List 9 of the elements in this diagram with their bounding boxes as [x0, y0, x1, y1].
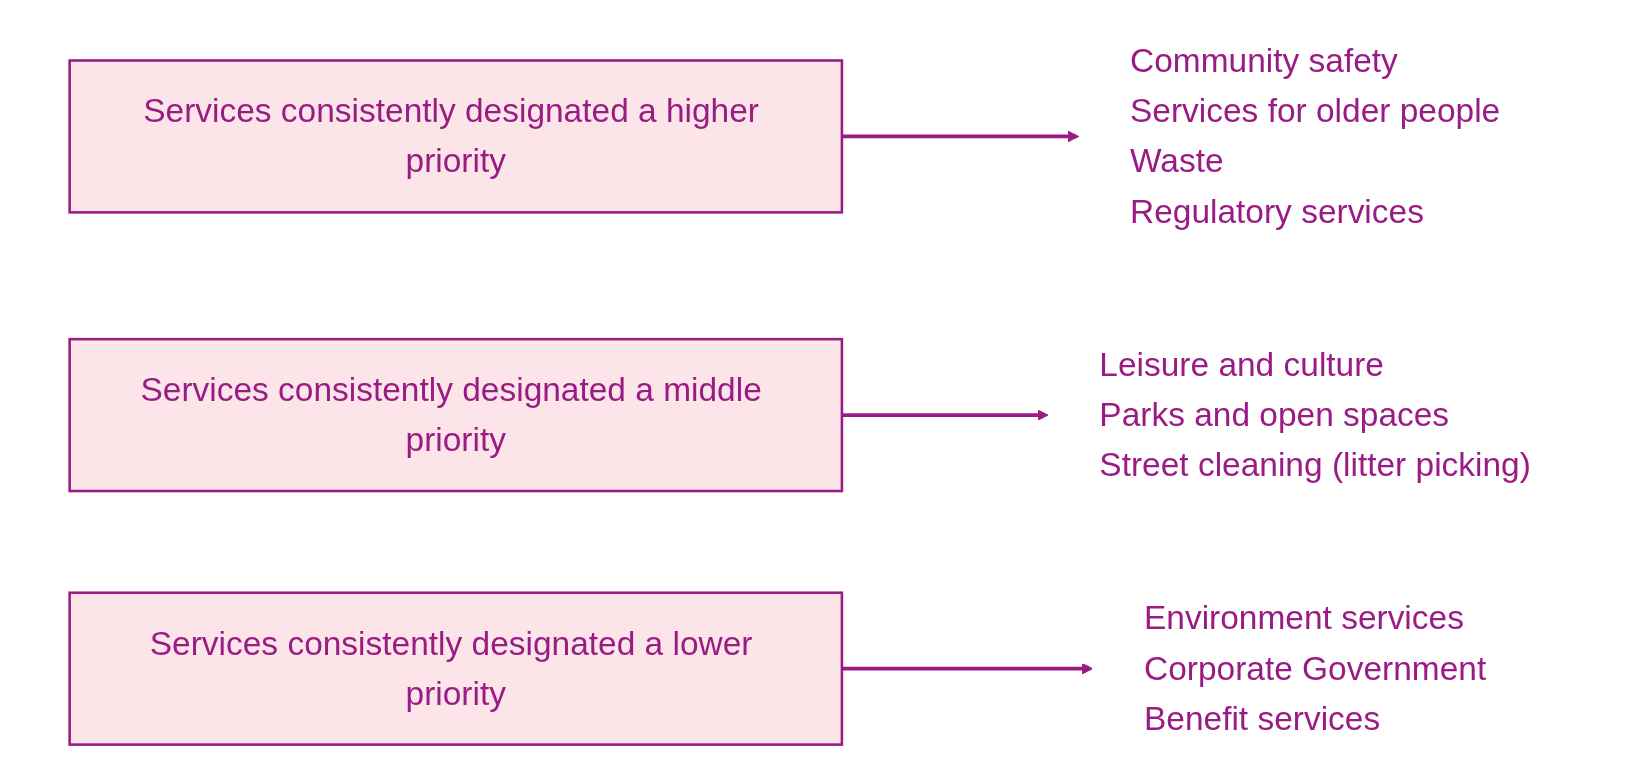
node-text: Community safety Services for older people Waste Regulatory services [1130, 41, 1501, 231]
node-box: Services consistently designated a lower priority [68, 591, 844, 746]
node-box: Services consistently designated a middle priority [68, 337, 844, 493]
arrow [841, 663, 1093, 675]
node-text: Leisure and culture Parks and open spaces Street cleaning (litter picking) [1099, 344, 1531, 484]
arrow [841, 130, 1080, 143]
node-box: Services consistently designated a higher priority [68, 59, 844, 214]
node-text: Environment services Corporate Government Benefit services [1143, 598, 1487, 738]
arrow [841, 409, 1049, 421]
